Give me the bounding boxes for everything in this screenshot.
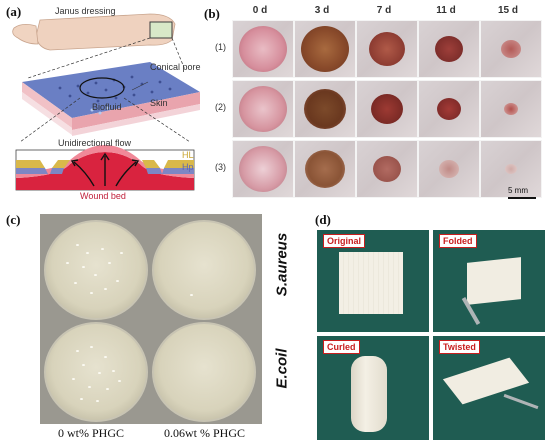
wound-photo [232,80,294,138]
panel-c-letter: (c) [6,212,21,227]
scale-bar [508,197,536,199]
zoom-line-2-right [123,97,191,143]
label-control-concentration: 0 wt% PHGC [58,426,125,440]
label-unidirectional-flow: Unidirectional flow [58,138,132,148]
wound-photo [480,140,542,198]
row-label-1: (1) [215,42,226,52]
label-conical-pore: Conical pore [150,62,201,72]
tag-original: Original [323,234,366,248]
pore-pointer [131,81,149,91]
petri-dish-ecoli-phgc [152,322,256,422]
petri-dish-saureus-phgc [152,220,256,320]
label-hp: Hp [182,162,194,172]
label-biofluid: Biofluid [92,102,122,112]
row-label-3: (3) [215,162,226,172]
janus-layer [16,160,194,174]
tag-twisted: Twisted [439,340,480,354]
wound-photo [356,20,418,78]
panel-d-flexibility: (d) Original Folded Curled Twisted [315,210,550,447]
label-skin: Skin [150,98,168,108]
biofluid-drops [90,106,110,115]
dressing-patch [149,21,173,39]
wound-photo [294,140,356,198]
panel-a-letter: (a) [6,4,22,19]
tag-curled: Curled [323,340,360,354]
day-label-3: 3 d [314,5,330,16]
label-e-coli: E.coil [273,348,291,389]
panel-d-letter: (d) [315,212,331,227]
label-janus-dressing: Janus dressing [55,6,116,16]
day-label-7: 7 d [376,5,392,16]
skin-front-left [22,82,72,128]
wound-photo [480,80,542,138]
wound-photo [294,80,356,138]
panel-c-antibacterial: (c) S.aureus E.coil 0 wt% PHGC 0.06wt % … [0,210,312,447]
highlight-ellipse [79,77,125,99]
wound-photo [418,140,480,198]
wound-photo [232,140,294,198]
skin-bottom-right [72,104,200,136]
wound-photo [418,80,480,138]
day-label-15: 15 d [497,5,518,16]
day-label-0: 0 d [252,5,268,16]
wound-photo [480,20,542,78]
skin-bottom-left [22,92,72,135]
skin-front-right [72,92,200,130]
zoom-line-2-left [19,97,81,143]
day-label-11: 11 d [436,5,456,16]
wound-photo [232,20,294,78]
label-phgc-concentration: 0.06wt % PHGC [164,426,246,440]
wound-photo [294,20,356,78]
panel-b-wound-healing: (b) 0 d 3 d 7 d 11 d 15 d (1) (2) (3) 5 … [204,0,550,205]
zoom-line-right [171,37,186,71]
panel-a-schematic: (a) [0,0,210,205]
wound-photo [356,140,418,198]
wound-photo [356,80,418,138]
dressing-layer-top [22,62,200,118]
panel-a-illustration [12,13,200,191]
hand-shape [12,24,39,45]
petri-dish-saureus-control [44,220,148,320]
scale-bar-label: 5 mm [508,186,528,195]
flow-arrows [70,152,140,187]
panel-b-letter: (b) [204,6,220,21]
label-s-aureus: S.aureus [273,232,291,297]
label-wound-bed: Wound bed [80,191,126,201]
zoom-line-left [27,37,151,79]
wound-photo [418,20,480,78]
petri-dish-ecoli-control [44,322,148,422]
row-label-2: (2) [215,102,226,112]
tag-folded: Folded [439,234,477,248]
label-hl: HL [182,150,194,160]
photo-curled [317,336,429,440]
